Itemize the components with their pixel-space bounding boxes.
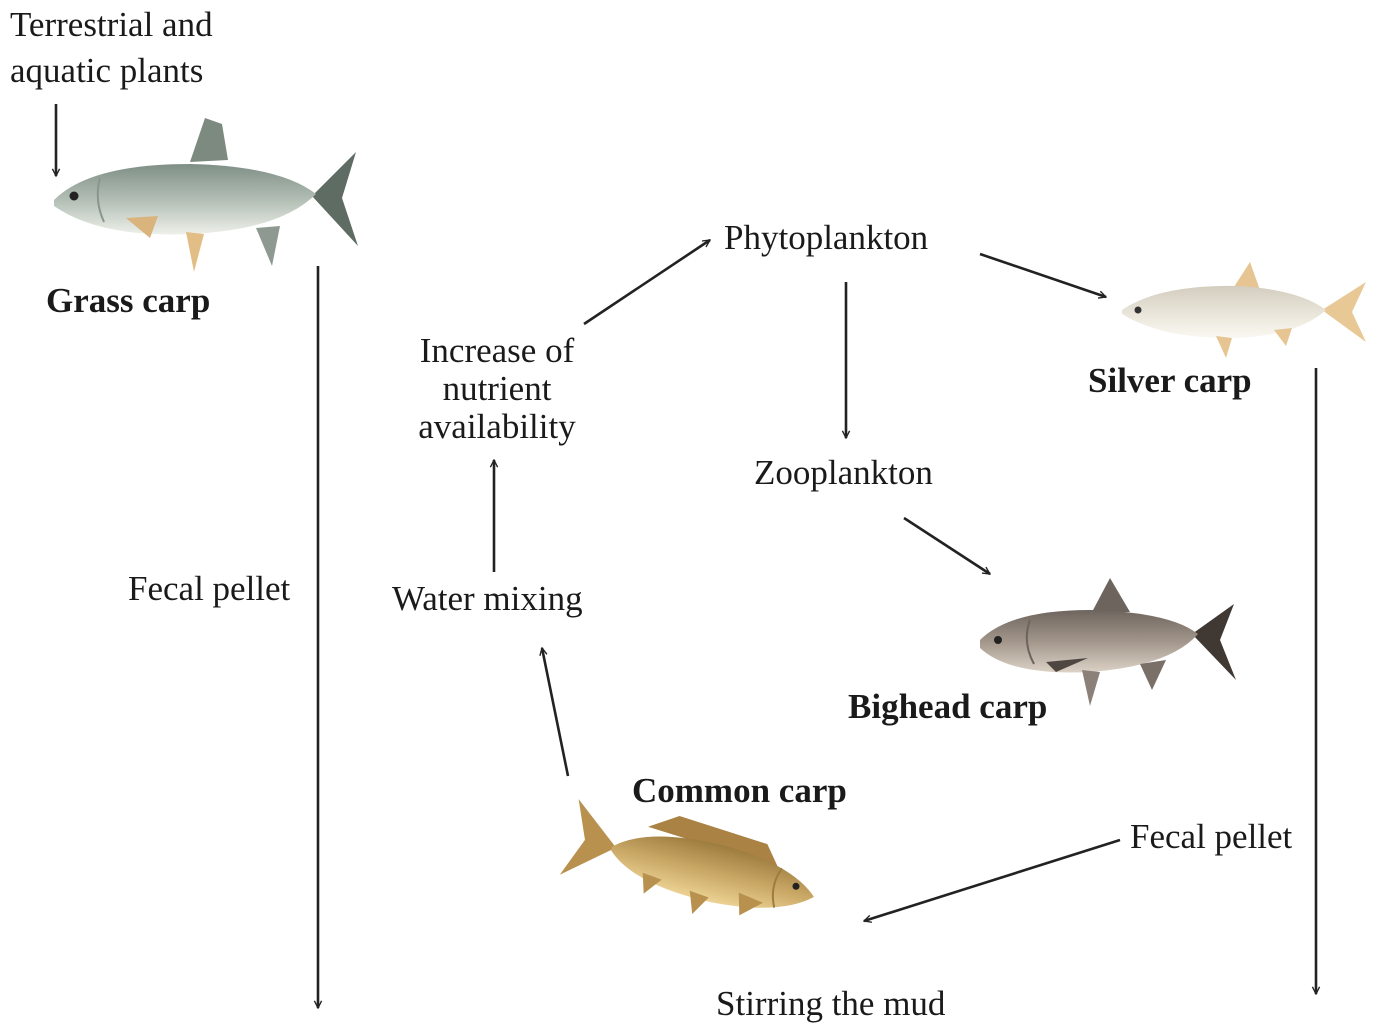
grass-carp-body	[54, 164, 316, 234]
arrow-fecal-pellet-to-common-carp	[864, 840, 1120, 921]
common-carp-tail	[560, 799, 625, 886]
arrow-nutrient-to-phytoplankton	[584, 240, 710, 324]
grass-carp-anal-fin	[256, 226, 280, 266]
silver-carp-dorsal-fin	[1232, 262, 1260, 290]
arrow-zooplankton-to-bighead-carp	[904, 518, 990, 574]
silver-carp-pelvic-fin	[1216, 336, 1232, 358]
grass-carp-pelvic-fin	[186, 232, 204, 272]
grass-carp-tail	[312, 152, 358, 246]
common-carp-image	[558, 791, 825, 941]
bighead-carp-body	[980, 610, 1198, 673]
label-zooplankton: Zooplankton	[754, 453, 933, 492]
label-stirring-mud: Stirring the mud	[716, 984, 946, 1023]
bighead-carp-eye	[994, 636, 1002, 644]
label-terrestrial-line2: aquatic plants	[10, 51, 203, 90]
label-water-mixing: Water mixing	[392, 579, 583, 618]
arrow-phytoplankton-to-silver-carp	[980, 254, 1106, 297]
label-fecal-pellet-right: Fecal pellet	[1130, 817, 1293, 856]
label-phytoplankton: Phytoplankton	[724, 218, 928, 257]
label-nutrient-line3: availability	[418, 407, 576, 446]
label-grass-carp: Grass carp	[46, 281, 210, 320]
label-nutrient-line2: nutrient	[443, 369, 552, 408]
label-bighead-carp: Bighead carp	[848, 687, 1047, 726]
bighead-carp-dorsal-fin	[1092, 578, 1130, 612]
bighead-carp-tail	[1192, 604, 1236, 680]
label-fecal-pellet-left: Fecal pellet	[128, 569, 291, 608]
grass-carp-eye	[70, 192, 79, 201]
grass-carp-dorsal-fin	[190, 118, 228, 162]
label-common-carp: Common carp	[632, 771, 847, 810]
label-terrestrial-line1: Terrestrial and	[10, 5, 213, 44]
arrow-common-carp-to-water-mixing	[542, 648, 568, 776]
grass-carp-image	[54, 118, 358, 272]
silver-carp-body	[1122, 286, 1326, 338]
silver-carp-image	[1122, 262, 1366, 358]
label-nutrient-line1: Increase of	[420, 331, 575, 370]
silver-carp-eye	[1135, 307, 1142, 314]
bighead-carp-anal-fin	[1140, 660, 1166, 690]
bighead-carp-pelvic-fin	[1082, 670, 1100, 706]
label-silver-carp: Silver carp	[1088, 361, 1252, 400]
silver-carp-anal-fin	[1274, 328, 1292, 346]
silver-carp-tail	[1322, 282, 1366, 342]
